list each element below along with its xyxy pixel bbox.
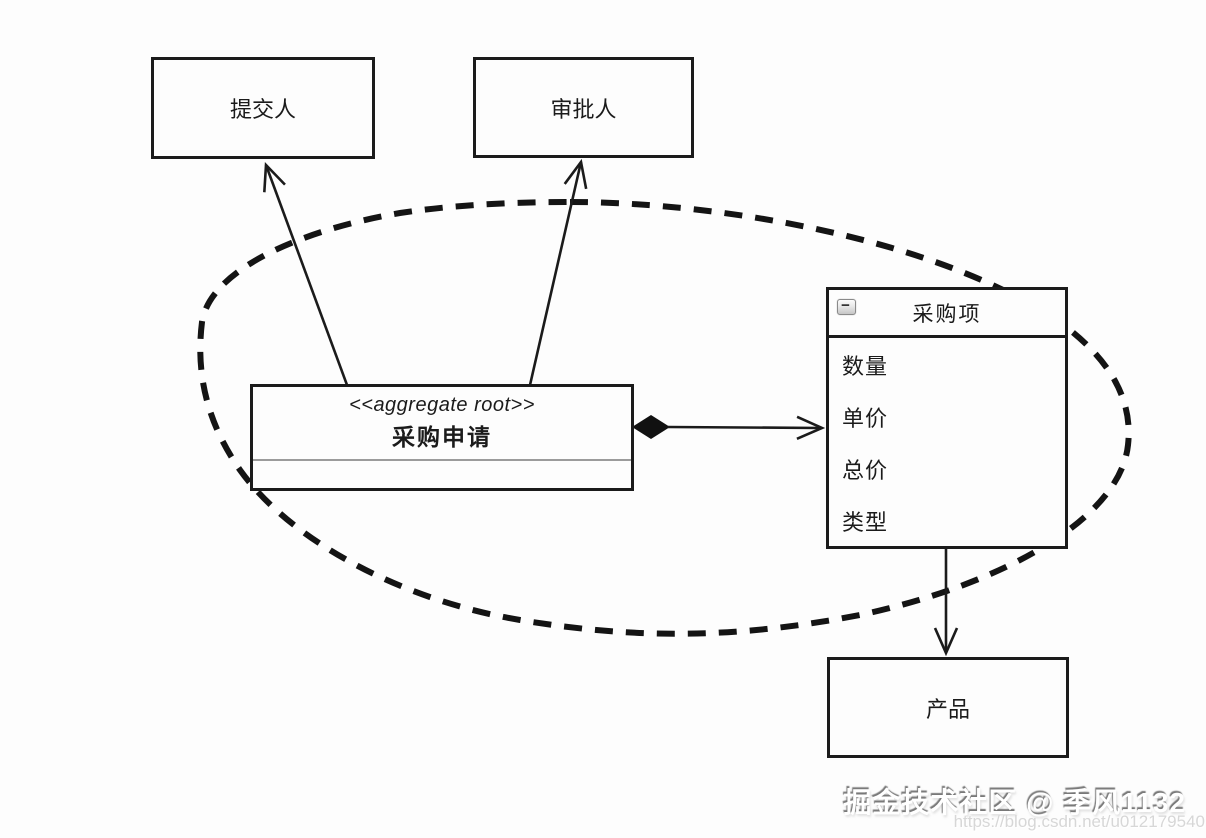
node-product: 产品 (827, 657, 1069, 758)
approver-label: 审批人 (550, 96, 617, 122)
association-to-submitter-arrow (263, 161, 349, 386)
watermark-community-text: 掘金技术社区 @ 季风1132 (843, 787, 1186, 818)
purchase-item-attributes: 数量 单价 总价 类型 (829, 338, 1065, 547)
attribute-type: 类型 (842, 510, 889, 535)
aggregate-boundary-ellipse (197, 198, 1132, 637)
node-approver: 审批人 (473, 57, 694, 158)
submitter-label: 提交人 (229, 97, 296, 122)
watermark-url-text: https://blog.csdn.net/u012179540 (953, 812, 1205, 831)
collapse-minus-icon[interactable]: − (837, 298, 856, 315)
purchase-item-title: 采购项 (912, 302, 982, 326)
composition-diamond (632, 415, 670, 439)
attribute-quantity: 数量 (842, 354, 889, 379)
node-submitter: 提交人 (151, 57, 375, 159)
product-label: 产品 (925, 696, 970, 722)
node-aggregate-root: <<aggregate root>> 采购申请 (250, 384, 634, 491)
aggregate-root-header: <<aggregate root>> 采购申请 (253, 387, 631, 459)
aggregate-root-name: 采购申请 (392, 424, 492, 450)
association-to-approver-arrow (528, 158, 588, 386)
node-purchase-item: − 采购项 数量 单价 总价 类型 (826, 287, 1068, 549)
aggregate-root-stereotype: <<aggregate root>> (349, 394, 535, 416)
purchase-item-header: − 采购项 (829, 290, 1065, 338)
aggregate-root-divider (253, 459, 631, 461)
composition-to-item-arrow (667, 415, 826, 441)
attribute-unit-price: 单价 (842, 406, 889, 431)
attribute-total-price: 总价 (842, 458, 889, 483)
